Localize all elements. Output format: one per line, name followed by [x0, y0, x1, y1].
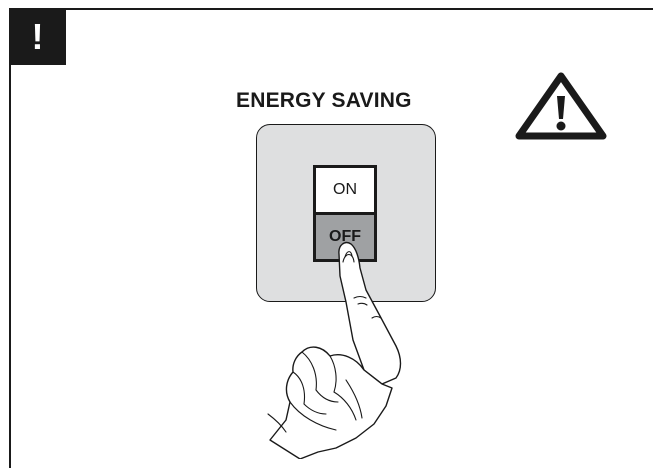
switch-on-button[interactable]: ON: [316, 168, 374, 212]
warning-triangle-icon: [515, 72, 607, 140]
note-badge: !: [9, 8, 66, 65]
switch-off-button[interactable]: OFF: [316, 215, 374, 259]
illustration-title: ENERGY SAVING: [236, 89, 412, 113]
energy-saving-switch[interactable]: ON OFF: [313, 165, 377, 262]
